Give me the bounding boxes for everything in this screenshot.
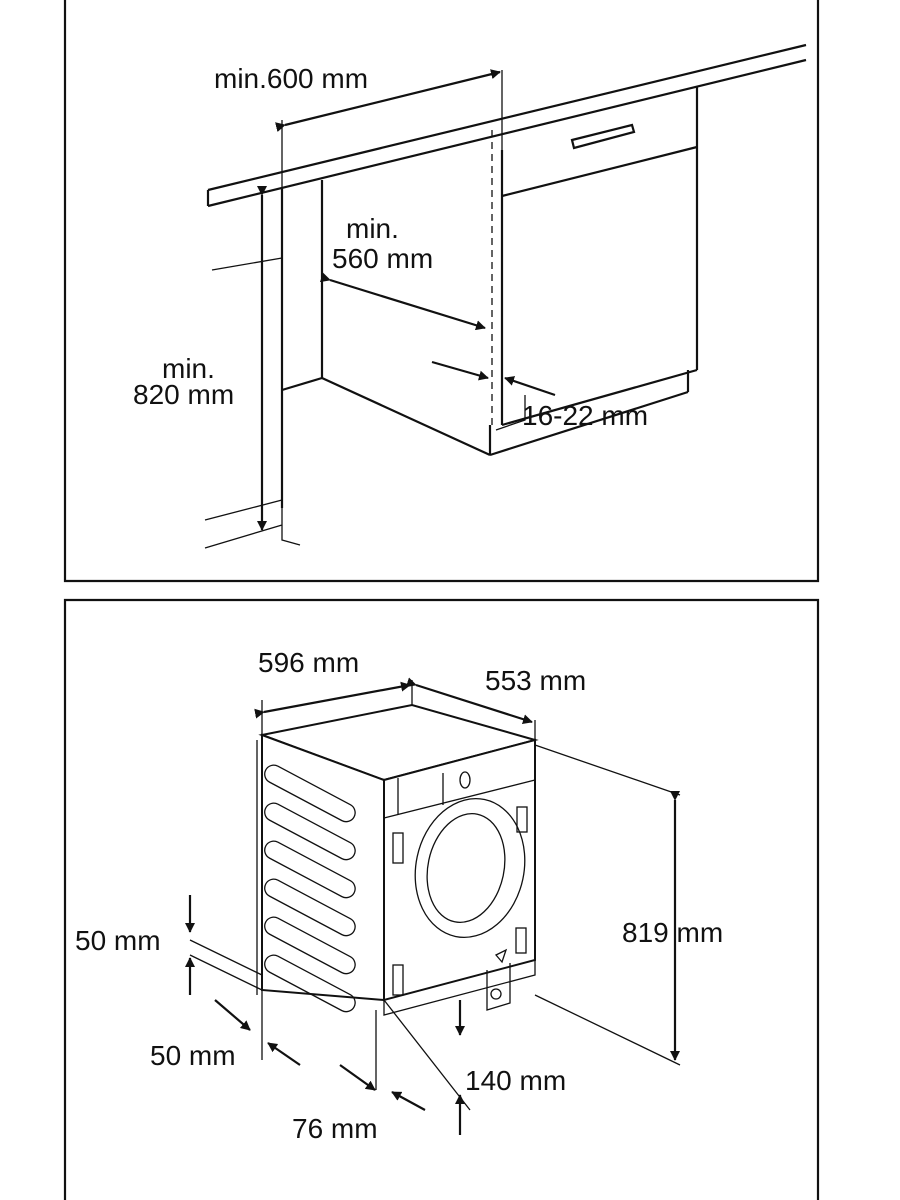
niche-walls [204, 180, 689, 549]
bottom-panel-appliance-diagram: 596 mm 553 mm 819 mm 50 mm 50 mm 76 mm 1… [63, 598, 820, 1200]
worktop [206, 43, 807, 208]
height-min-label-line1: min. [162, 353, 215, 384]
offset-side-arrow-right [267, 1042, 301, 1066]
offset-vertical-label: 50 mm [75, 925, 161, 956]
width-label: 596 mm [258, 647, 359, 678]
door-glass [426, 812, 506, 924]
width-dimension-arrow [275, 69, 501, 133]
door-arrow-left [431, 360, 489, 381]
width-arrow [254, 681, 411, 719]
door-thickness-label: 16-22 mm [522, 400, 648, 431]
offset-rear-label: 76 mm [292, 1113, 378, 1144]
panel-frame [63, 0, 820, 583]
depth-arrow [405, 677, 533, 725]
width-min-label: min.600 mm [214, 63, 368, 94]
latch-bottom [515, 927, 527, 954]
depth-min-label-line1: min. [346, 213, 399, 244]
door-arrow-right [504, 376, 556, 397]
panel-frame [63, 598, 820, 1200]
depth-label: 553 mm [485, 665, 586, 696]
top-panel-niche-diagram: min.600 mm min. 560 mm min. 820 mm 16-22… [63, 0, 820, 583]
offset-rear-arrow-right [391, 1091, 426, 1111]
door-ring [414, 797, 526, 939]
depth-min-label-line2: 560 mm [332, 243, 433, 274]
foot-height-label: 140 mm [465, 1065, 566, 1096]
cabinet-handle [570, 123, 636, 150]
side-vents [264, 764, 356, 1013]
depth-dimension-arrow [319, 272, 486, 331]
latch-top [516, 806, 528, 833]
washing-machine [256, 703, 539, 1016]
hinge-bottom [392, 964, 404, 996]
adjacent-cabinet [500, 86, 699, 427]
offset-rear-arrow-left [339, 1064, 376, 1091]
height-min-label-line2: 820 mm [133, 379, 234, 410]
offset-side-arrow-left [214, 999, 251, 1031]
offset-side-label: 50 mm [150, 1040, 236, 1071]
hinge-top [392, 832, 404, 864]
height-label: 819 mm [622, 917, 723, 948]
